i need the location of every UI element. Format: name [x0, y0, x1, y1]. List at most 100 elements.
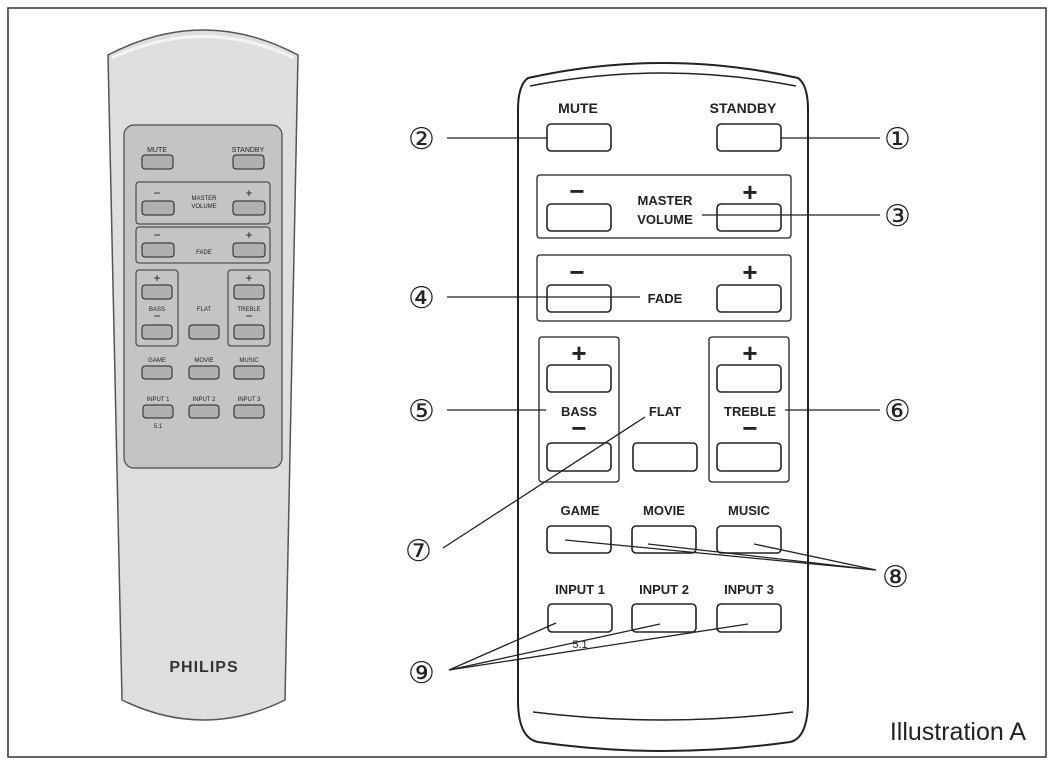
large-mute-label: MUTE [558, 100, 598, 116]
large-game-label: GAME [561, 503, 600, 518]
small-treble-plus-button[interactable] [233, 284, 265, 300]
small-input1-button[interactable] [142, 404, 174, 419]
large-flat-button[interactable] [632, 442, 698, 472]
large-input3-label: INPUT 3 [724, 582, 774, 597]
small-fade-label: FADE [196, 250, 212, 256]
callout-6: ⑥ [884, 395, 911, 428]
small-flat-label: FLAT [197, 307, 212, 313]
small-fade-minus-button[interactable] [141, 242, 175, 258]
large-input2-button[interactable] [631, 603, 697, 633]
large-bass-label: BASS [561, 404, 597, 419]
large-remote: MUTE STANDBY − MASTER VOLUME + − FADE + … [517, 62, 809, 752]
large-master-volume-plus-button[interactable] [716, 203, 782, 232]
leader-line-8b [647, 543, 877, 571]
large-fade-group [536, 254, 792, 322]
callout-8: ⑧ [882, 561, 909, 594]
large-bass-plus-symbol: + [571, 338, 586, 368]
large-movie-button[interactable] [631, 525, 697, 554]
large-input1-label: INPUT 1 [555, 582, 605, 597]
large-bass-minus-button[interactable] [546, 442, 612, 472]
callout-5: ⑤ [408, 395, 435, 428]
large-mute-button[interactable] [546, 123, 612, 152]
small-bass-plus-button[interactable] [141, 284, 173, 300]
large-bass-minus-symbol: − [571, 413, 586, 443]
leader-line-9c [448, 623, 749, 671]
small-remote-brand-logo: PHILIPS [169, 659, 238, 676]
small-input1-label: INPUT 1 [147, 397, 171, 403]
small-mute-button[interactable] [141, 154, 174, 170]
large-fade-minus-button[interactable] [546, 284, 612, 313]
large-master-volume-group [536, 174, 792, 239]
small-fade-minus-symbol: − [153, 228, 160, 242]
small-mute-label: MUTE [147, 147, 167, 154]
small-master-volume-plus-symbol: + [245, 186, 252, 200]
large-music-button[interactable] [716, 525, 782, 554]
large-music-label: MUSIC [728, 503, 771, 518]
small-master-volume-label-line2: VOLUME [191, 204, 216, 210]
large-treble-plus-button[interactable] [716, 364, 782, 393]
small-master-volume-label-line1: MASTER [191, 196, 217, 202]
callout-1: ① [884, 123, 911, 156]
small-game-label: GAME [148, 358, 166, 364]
large-treble-plus-symbol: + [742, 338, 757, 368]
large-game-button[interactable] [546, 525, 612, 554]
small-fade-plus-button[interactable] [232, 242, 266, 258]
large-treble-minus-symbol: − [742, 413, 757, 443]
small-flat-button[interactable] [188, 324, 220, 340]
callout-3: ③ [884, 200, 911, 233]
small-music-button[interactable] [233, 365, 265, 380]
leader-line-9b [448, 623, 661, 671]
small-bass-minus-symbol: − [153, 309, 160, 323]
leader-line-7 [442, 416, 646, 549]
small-treble-group [227, 269, 271, 347]
leader-line-8a [564, 539, 877, 571]
large-standby-button[interactable] [716, 123, 782, 152]
small-input2-button[interactable] [188, 404, 220, 419]
callout-9: ⑨ [408, 657, 435, 690]
large-standby-label: STANDBY [710, 100, 777, 116]
small-remote: MUTE STANDBY − MASTER VOLUME + − FADE + … [107, 29, 299, 721]
large-fade-plus-button[interactable] [716, 284, 782, 313]
callout-numbers: ① ② ③ ④ ⑤ ⑥ ⑦ ⑧ ⑨ [405, 123, 911, 690]
large-movie-label: MOVIE [643, 503, 685, 518]
callout-2: ② [408, 123, 435, 156]
large-treble-label: TREBLE [724, 404, 776, 419]
small-input3-button[interactable] [233, 404, 265, 419]
small-bass-group [135, 269, 179, 347]
small-master-volume-plus-button[interactable] [232, 200, 266, 216]
large-remote-bottom-edge [532, 711, 794, 721]
large-remote-top-edge [529, 72, 797, 87]
callout-leader-lines [442, 137, 880, 671]
leader-line-8c [753, 543, 877, 571]
large-fade-plus-symbol: + [742, 257, 757, 287]
small-game-button[interactable] [141, 365, 173, 380]
small-master-volume-minus-button[interactable] [141, 200, 175, 216]
callout-7: ⑦ [405, 535, 432, 568]
large-fade-label: FADE [648, 291, 683, 306]
large-input1-button[interactable] [547, 603, 613, 633]
large-input3-button[interactable] [716, 603, 782, 633]
illustration-label: Illustration A [890, 718, 1027, 746]
large-input2-label: INPUT 2 [639, 582, 689, 597]
small-bass-minus-button[interactable] [141, 324, 173, 340]
small-input1-sublabel: 5.1 [154, 424, 163, 430]
large-flat-label: FLAT [649, 404, 681, 419]
large-master-volume-minus-symbol: − [569, 176, 584, 206]
large-master-volume-label-line2: VOLUME [637, 212, 693, 227]
large-fade-minus-symbol: − [569, 257, 584, 287]
small-treble-label: TREBLE [237, 307, 260, 313]
large-remote-body [517, 62, 809, 752]
small-treble-minus-button[interactable] [233, 324, 265, 340]
large-master-volume-label-line1: MASTER [638, 193, 694, 208]
small-movie-button[interactable] [188, 365, 220, 380]
large-bass-plus-button[interactable] [546, 364, 612, 393]
large-master-volume-minus-button[interactable] [546, 203, 612, 232]
small-input3-label: INPUT 3 [238, 397, 262, 403]
small-standby-label: STANDBY [232, 147, 265, 154]
small-music-label: MUSIC [239, 358, 259, 364]
small-standby-button[interactable] [232, 154, 265, 170]
large-treble-minus-button[interactable] [716, 442, 782, 472]
small-bass-label: BASS [149, 307, 165, 313]
small-input2-label: INPUT 2 [193, 397, 217, 403]
